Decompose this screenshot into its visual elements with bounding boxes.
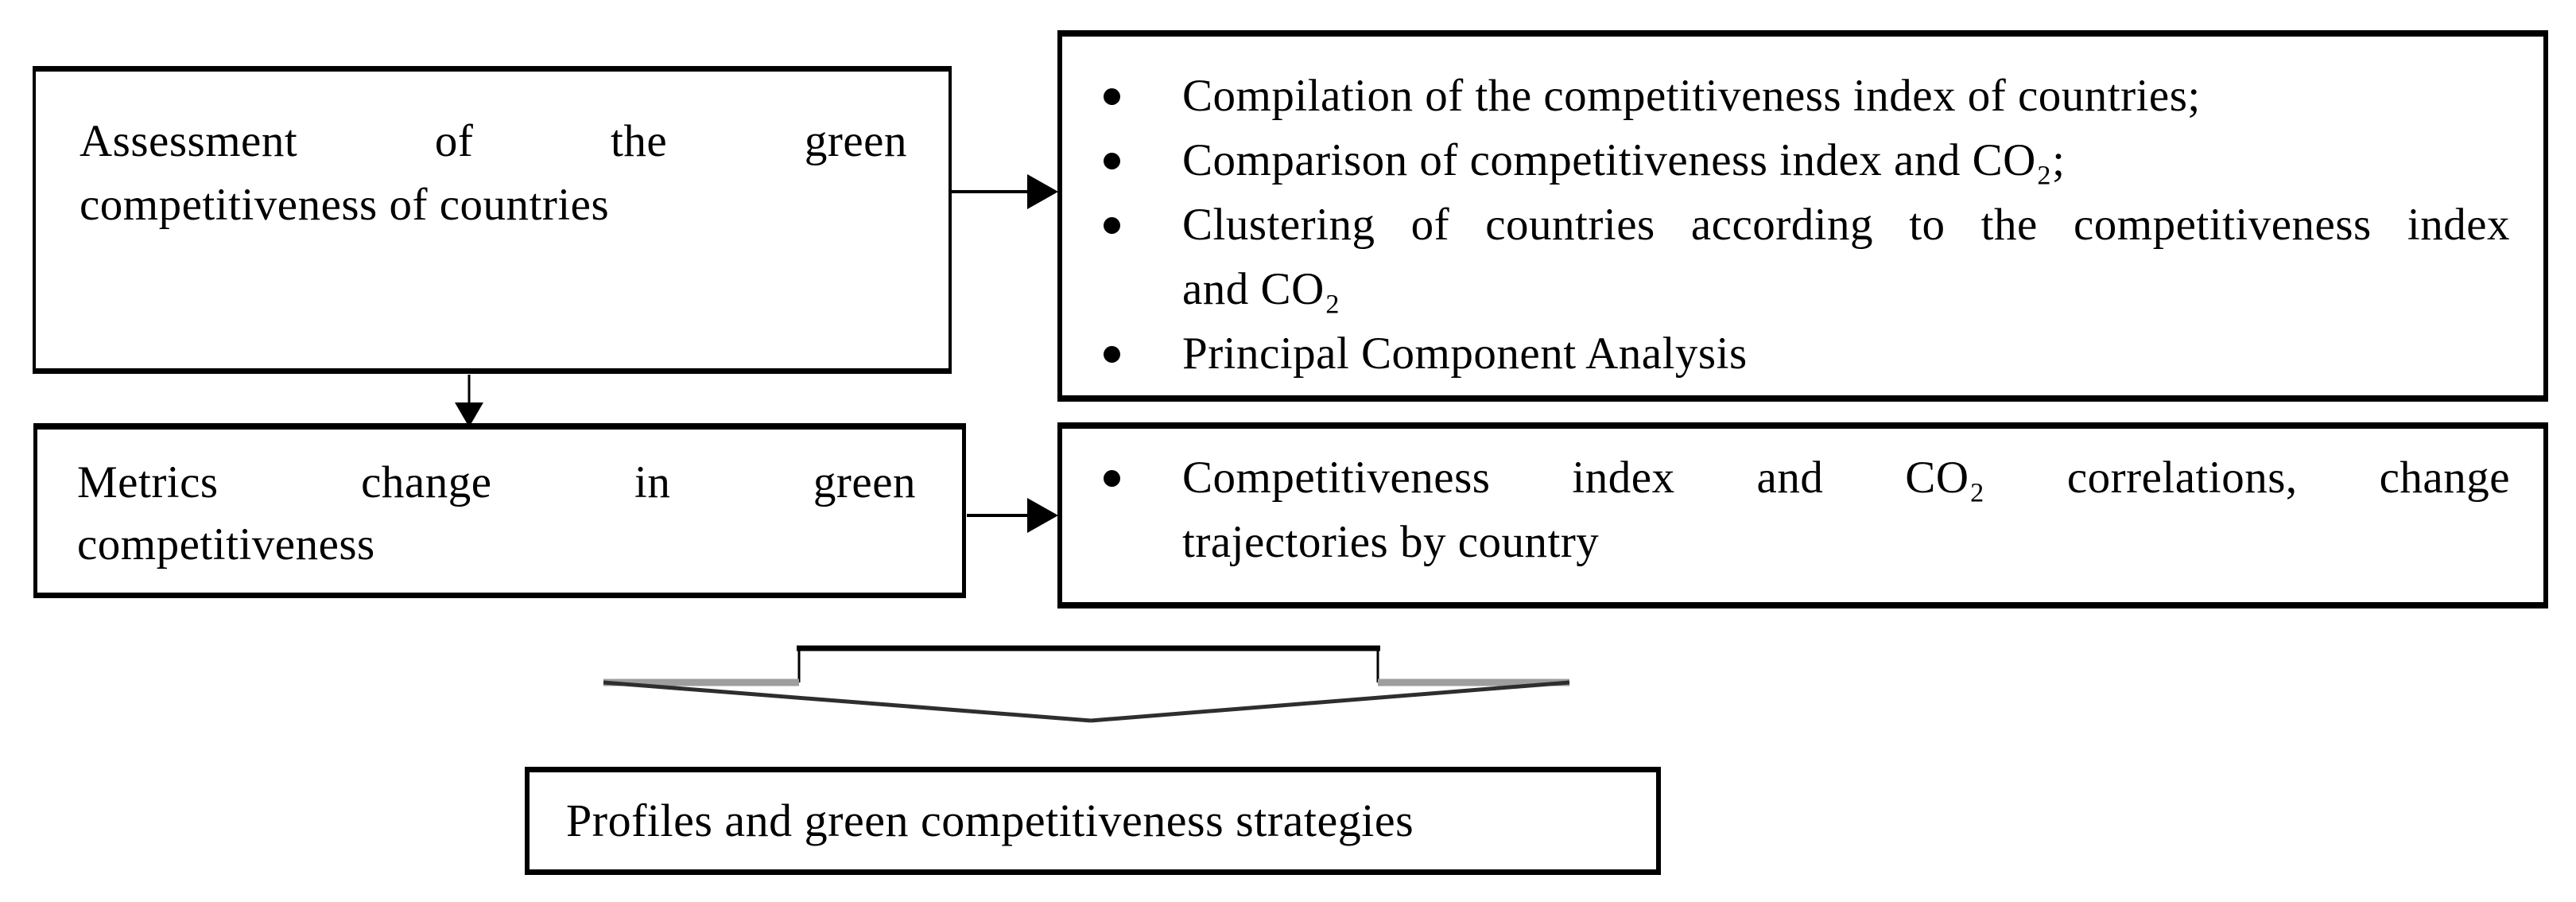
box-result-text: Profiles and green competitiveness strat… — [566, 795, 1414, 846]
box-metrics-methods: Competitiveness index and CO₂ correlatio… — [1057, 422, 2548, 608]
box-assessment-text: Assessment of the green competitiveness … — [80, 110, 907, 237]
bullet-icon — [1104, 153, 1120, 169]
box-assessment: Assessment of the green competitiveness … — [33, 66, 952, 374]
bullet-text-line1: Competitiveness index and CO₂ correlatio… — [1182, 453, 2510, 503]
box-assessment-line1: Assessment of the green — [80, 116, 907, 166]
box-assessment-methods: Compilation of the competitiveness index… — [1057, 30, 2548, 402]
bullet-text: Principal Component Analysis — [1182, 329, 1748, 379]
box-metrics-line2: competitiveness — [77, 519, 375, 570]
bullet-text-line2: and CO₂ — [1182, 264, 1341, 314]
arrow-metrics-to-correlations-head — [1027, 498, 1058, 533]
bullet-text: Comparison of competitiveness index and … — [1182, 135, 2066, 185]
box-assessment-line2: competitiveness of countries — [80, 180, 610, 230]
bullet-item: Principal Component Analysis — [1062, 321, 2543, 386]
block-arrow-down-icon — [603, 645, 1570, 723]
box-metrics-text: Metrics change in green competitiveness — [77, 452, 916, 576]
box-result: Profiles and green competitiveness strat… — [525, 767, 1661, 875]
bullet-item: Compilation of the competitiveness index… — [1062, 64, 2543, 128]
bullet-text: Compilation of the competitiveness index… — [1182, 71, 2201, 121]
arrow-assessment-to-metrics-head — [455, 402, 483, 427]
arrow-assessment-to-methods-head — [1027, 174, 1058, 209]
bullet-icon — [1104, 346, 1120, 363]
block-arrow-left-slant — [603, 680, 1092, 723]
bullet-icon — [1104, 217, 1120, 234]
bullet-item: Comparison of competitiveness index and … — [1062, 128, 2543, 192]
bullet-text-line2: trajectories by country — [1182, 517, 1600, 567]
bullet-item: Competitiveness index and CO₂ correlatio… — [1062, 445, 2543, 574]
bullet-text-line1: Clustering of countries according to the… — [1182, 200, 2510, 250]
bullet-item: Clustering of countries according to the… — [1062, 192, 2543, 321]
box-metrics-line1: Metrics change in green — [77, 457, 916, 507]
box-metrics: Metrics change in green competitiveness — [33, 423, 966, 598]
block-arrow-right-slant — [1090, 680, 1570, 723]
bullet-icon — [1104, 470, 1120, 487]
bullet-icon — [1104, 88, 1120, 105]
